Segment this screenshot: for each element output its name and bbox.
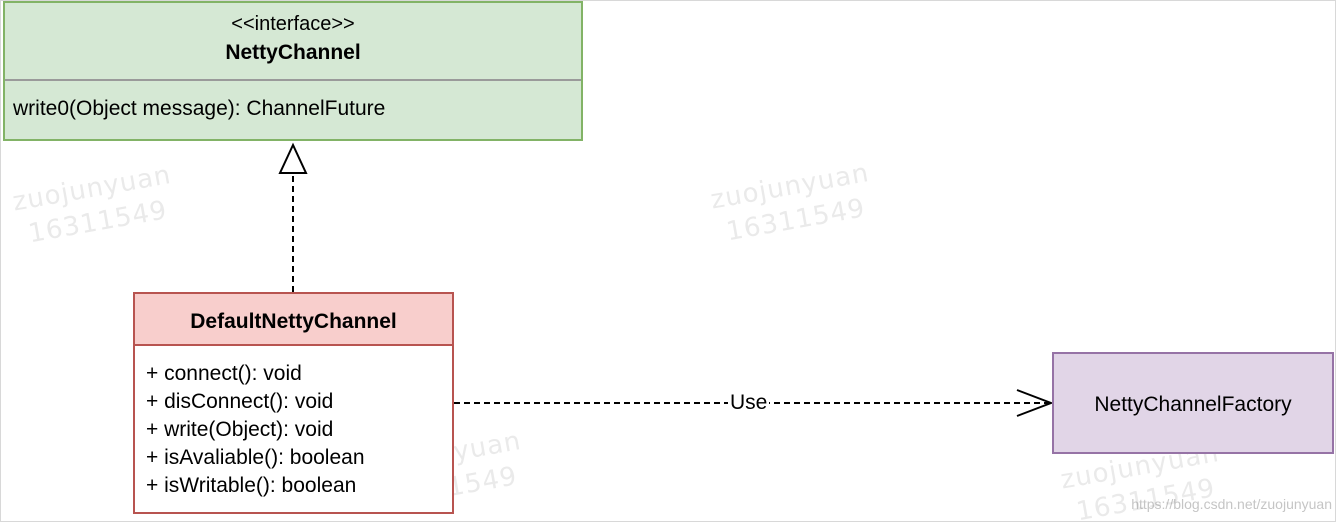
class-defaultnettychannel[interactable]: DefaultNettyChannel + connect(): void + …	[133, 292, 454, 514]
class-operation: + write(Object): void	[146, 418, 334, 441]
class-header: DefaultNettyChannel	[135, 294, 452, 346]
class-operation: + disConnect(): void	[146, 390, 334, 413]
class-nettychannelfactory[interactable]: NettyChannelFactory	[1052, 352, 1334, 454]
dependency-arrowhead	[1016, 389, 1054, 417]
class-operation: + connect(): void	[146, 362, 302, 385]
interface-class-nettychannel[interactable]: <<interface>> NettyChannel write0(Object…	[3, 1, 583, 141]
class-divider	[5, 79, 581, 81]
class-stereotype: <<interface>>	[231, 13, 355, 35]
class-operations: + connect(): void + disConnect(): void +…	[146, 360, 365, 500]
source-url-watermark: https://blog.csdn.net/zuojunyuan	[1131, 496, 1332, 512]
class-operation: + isAvaliable(): boolean	[146, 446, 365, 469]
use-label: Use	[728, 391, 770, 415]
class-name: DefaultNettyChannel	[190, 310, 397, 333]
class-operation: write0(Object message): ChannelFuture	[13, 97, 386, 120]
class-name: NettyChannel	[225, 41, 361, 64]
class-operation: + isWritable(): boolean	[146, 474, 357, 497]
realization-arrowhead	[278, 142, 308, 174]
class-name: NettyChannelFactory	[1094, 393, 1292, 416]
